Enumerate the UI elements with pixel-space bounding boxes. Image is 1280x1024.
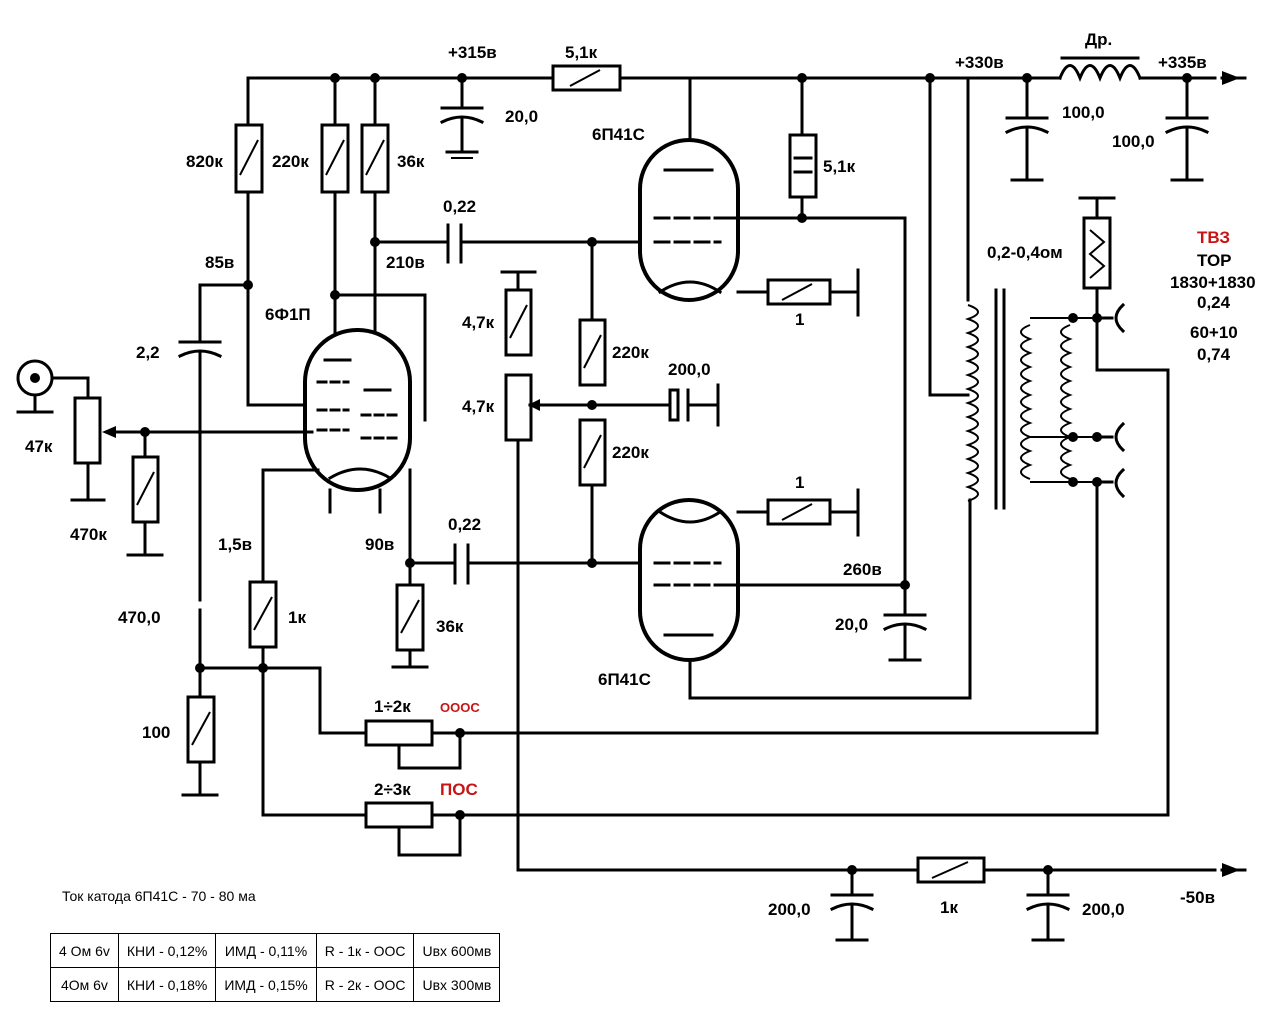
label-v335: +335в (1158, 53, 1207, 72)
table-cell: R - 1к - ООС (315, 933, 415, 968)
label-r1k: 1к (288, 608, 306, 627)
label-oos: ОООС (440, 700, 480, 715)
table-row: 4 Ом 6v КНИ - 0,12% ИМД - 0,11% R - 1к -… (50, 933, 501, 968)
label-v85: 85в (205, 253, 234, 272)
label-v330: +330в (955, 53, 1004, 72)
label-tube-bot: 6П41С (598, 670, 651, 689)
table-cell: Uвх 300мв (413, 967, 501, 1002)
table-row: 4Ом 6v КНИ - 0,18% ИМД - 0,15% R - 2к - … (50, 967, 501, 1002)
label-v315: +315в (448, 43, 497, 62)
driver-load-resistors (198, 76, 427, 422)
output-tube-top (638, 76, 907, 587)
label-r820k: 820к (186, 152, 223, 171)
table-cell: Uвх 600мв (413, 933, 501, 968)
feedback-networks (261, 666, 1170, 857)
label-fb-pos: 2÷3к (374, 780, 411, 799)
label-tvz: ТВЗ (1197, 228, 1230, 247)
label-fb-oos: 1÷2к (374, 697, 411, 716)
label-v210: 210в (386, 253, 425, 272)
label-c022-a: 0,22 (443, 197, 476, 216)
label-r-sense: 0,2-0,4ом (987, 243, 1063, 262)
label-r220k-c: 220к (612, 443, 649, 462)
label-c100-a: 100,0 (1062, 103, 1105, 122)
label-c200-bias: 200,0 (668, 360, 711, 379)
label-tor-w: 1830+1830 (1170, 273, 1256, 292)
table-cell: ИМД - 0,11% (215, 933, 317, 968)
table-cell: КНИ - 0,18% (117, 967, 217, 1002)
label-c470: 470,0 (118, 608, 161, 627)
label-r36k-a: 36к (397, 152, 425, 171)
label-c20-top: 20,0 (505, 107, 538, 126)
label-r47k-pot: 4,7к (462, 397, 495, 416)
label-tor: ТОР (1197, 251, 1232, 270)
label-v15: 1,5в (218, 535, 252, 554)
label-tube-top: 6П41С (592, 125, 645, 144)
label-r470k: 470к (70, 525, 107, 544)
label-r1k-bias: 1к (940, 898, 958, 917)
cathode-current-note: Ток катода 6П41С - 70 - 80 ма (62, 888, 256, 904)
table-cell: 4 Ом 6v (50, 933, 119, 968)
label-r1-bot: 1 (795, 473, 804, 492)
rail-capacitors (439, 76, 1210, 182)
label-r36k-b: 36к (436, 617, 464, 636)
bias-network (500, 237, 920, 872)
label-r51k-g2: 5,1к (823, 157, 856, 176)
label-r47k-top: 4,7к (462, 313, 495, 332)
label-in-pot: 47к (25, 437, 53, 456)
label-c200-l: 200,0 (768, 900, 811, 919)
driver-cathode-network (181, 223, 692, 817)
label-tor-a: 0,24 (1197, 293, 1231, 312)
label-v260: 260в (843, 560, 882, 579)
label-c200-r: 200,0 (1082, 900, 1125, 919)
table-cell: 4Ом 6v (50, 967, 119, 1002)
label-choke: Др. (1085, 30, 1112, 49)
resistor-5k1-top (551, 64, 622, 92)
label-pos: ПОС (440, 780, 478, 799)
b-plus-rail (246, 56, 1247, 92)
table-cell: ИМД - 0,15% (215, 967, 317, 1002)
table-cell: КНИ - 0,12% (117, 933, 217, 968)
label-v90: 90в (365, 535, 394, 554)
label-c22-in: 2,2 (136, 343, 160, 362)
label-c20-b: 20,0 (835, 615, 868, 634)
driver-tube (303, 328, 412, 514)
label-tor-c: 0,74 (1197, 345, 1231, 364)
label-tube-driver: 6Ф1П (265, 305, 311, 324)
input-network (16, 283, 314, 602)
output-tube-bottom (638, 488, 972, 700)
component-labels: +315в 5,1к +330в Др. +335в 20,0 6П41С 10… (25, 30, 1256, 919)
label-c100-b: 100,0 (1112, 132, 1155, 151)
label-r220k-a: 220к (272, 152, 309, 171)
label-tor-b: 60+10 (1190, 323, 1238, 342)
label-r1-top: 1 (795, 310, 804, 329)
label-r51k-top: 5,1к (565, 43, 598, 62)
measurements-table: 4 Ом 6v КНИ - 0,12% ИМД - 0,11% R - 1к -… (50, 933, 501, 1002)
label-r220k-b: 220к (612, 343, 649, 362)
table-cell: R - 2к - ООС (315, 967, 415, 1002)
label-vneg: -50в (1180, 888, 1215, 907)
negative-supply (829, 856, 1247, 942)
label-c022-b: 0,22 (448, 515, 481, 534)
output-transformer (928, 76, 1170, 817)
screen-resistor (788, 76, 818, 223)
label-r100: 100 (142, 723, 170, 742)
